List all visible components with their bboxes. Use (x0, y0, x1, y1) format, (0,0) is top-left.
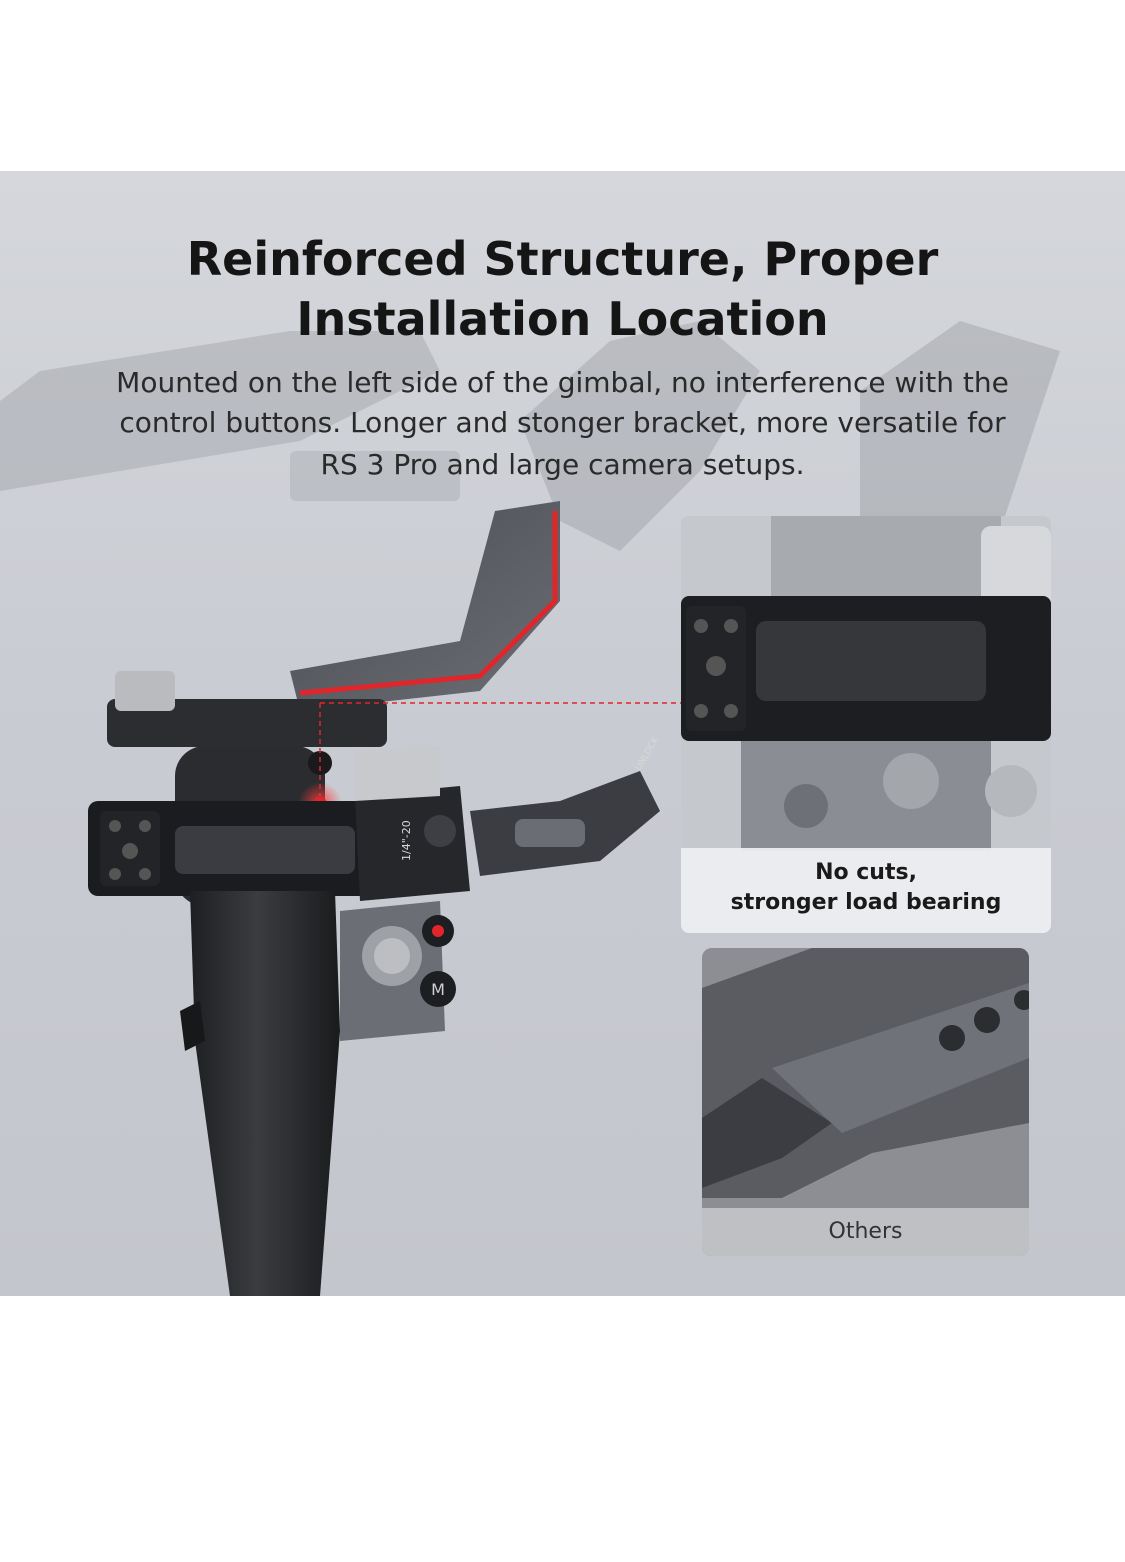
description-line-2: control buttons. Longer and stonger brac… (119, 406, 1006, 439)
competitor-bracket-closeup (702, 948, 1029, 1256)
unlock-engraving: UNLOCK (634, 734, 662, 772)
description-line-1: Mounted on the left side of the gimbal, … (116, 366, 1009, 399)
m-button-label: M (431, 980, 445, 999)
caption-line-1: No cuts, (815, 860, 917, 885)
page-title-line-1: Reinforced Structure, Proper (186, 232, 939, 286)
gimbal-product-photo: 1/4"-20 UNLOCK M (0, 321, 1060, 1296)
product-image-panel: 1/4"-20 UNLOCK M Reinforced Structure, P… (0, 171, 1125, 1296)
gimbal-grip (180, 891, 340, 1296)
inset-top-caption: No cuts, stronger load bearing (681, 848, 1051, 933)
description-line-3: RS 3 Pro and large camera setups. (320, 448, 805, 481)
inset-others: Others (702, 948, 1029, 1256)
inset-bottom-caption: Others (702, 1208, 1029, 1256)
inset-no-cuts: No cuts, stronger load bearing (681, 516, 1051, 933)
extension-bracket: 1/4"-20 UNLOCK (88, 734, 662, 901)
thread-engraving: 1/4"-20 (400, 820, 413, 861)
caption-line-2: stronger load bearing (730, 890, 1002, 915)
tilt-arm (290, 501, 560, 711)
page-title-line-2: Installation Location (296, 292, 829, 346)
